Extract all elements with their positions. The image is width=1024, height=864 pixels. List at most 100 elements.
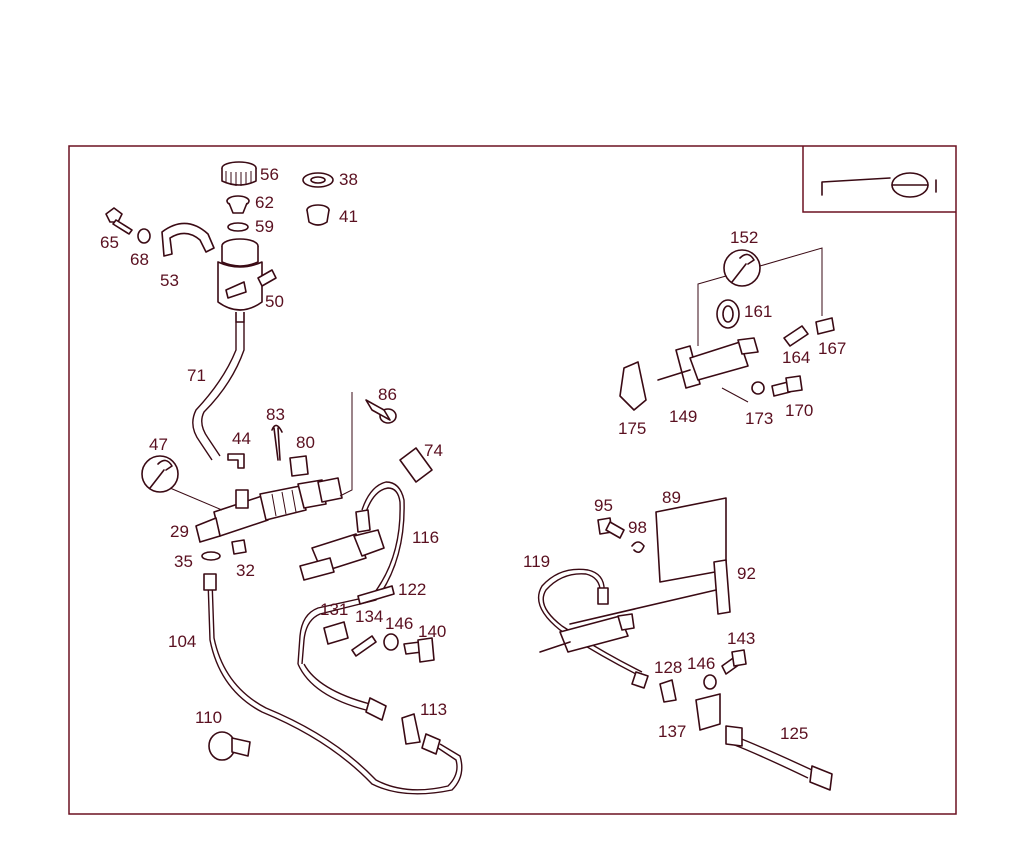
leader-line-152: [697, 247, 823, 346]
callout-125[interactable]: 125: [780, 724, 808, 743]
leader-line-86: [339, 392, 353, 497]
callout-68[interactable]: 68: [130, 250, 149, 269]
callout-38[interactable]: 38: [339, 170, 358, 189]
callout-53[interactable]: 53: [160, 271, 179, 290]
callout-137[interactable]: 137: [658, 722, 686, 741]
callout-116[interactable]: 116: [412, 528, 439, 547]
washer-part-146-left: [383, 633, 399, 651]
rod-part-122: [357, 585, 395, 605]
clip-part-80: [289, 455, 309, 477]
callout-164[interactable]: 164: [782, 348, 810, 367]
reservoir-cap-part: [221, 161, 257, 186]
seal-part-62: [226, 195, 250, 214]
callout-104[interactable]: 104: [168, 632, 196, 651]
grommet-part-38: [302, 172, 334, 188]
clip-part-98: [631, 541, 645, 554]
callout-122[interactable]: 122: [398, 580, 426, 599]
callout-59[interactable]: 59: [255, 217, 274, 236]
o-ring-part-59: [227, 222, 249, 232]
gasket-part-175: [619, 361, 647, 411]
elbow-part-44: [227, 453, 245, 469]
fitting-part-113: [421, 733, 441, 755]
callout-86[interactable]: 86: [378, 385, 397, 404]
callout-113[interactable]: 113: [420, 700, 447, 719]
bleeder-part-164: [783, 325, 809, 347]
callout-152[interactable]: 152: [730, 228, 758, 247]
callout-173[interactable]: 173: [745, 409, 773, 428]
callout-47[interactable]: 47: [149, 435, 168, 454]
fitting-part-125-a: [725, 725, 743, 747]
callout-131[interactable]: 131: [320, 600, 348, 619]
callout-128[interactable]: 128: [654, 658, 682, 677]
bolt-part-140: [403, 637, 435, 663]
clip-part-131: [323, 621, 349, 645]
bolt-part-143: [721, 649, 747, 675]
clamp-part-53: [161, 222, 215, 257]
callout-161[interactable]: 161: [744, 302, 772, 321]
callout-44[interactable]: 44: [232, 429, 251, 448]
callout-175[interactable]: 175: [618, 419, 646, 438]
bolt-part-170: [771, 375, 803, 397]
callout-50[interactable]: 50: [265, 292, 284, 311]
bracket-part-92: [713, 559, 731, 615]
washer-part-146-right: [703, 674, 717, 690]
callout-71[interactable]: 71: [187, 366, 206, 385]
pin-part-134: [351, 635, 377, 657]
callout-134[interactable]: 134: [355, 607, 383, 626]
leader-line-47: [169, 487, 223, 511]
bolt-part-86: [365, 399, 397, 424]
wrench-icon-152: [723, 249, 761, 287]
callout-149[interactable]: 149: [669, 407, 697, 426]
callout-98[interactable]: 98: [628, 518, 647, 537]
callout-170[interactable]: 170: [785, 401, 813, 420]
fitting-part-119: [597, 587, 609, 605]
bracket-part-74: [399, 447, 433, 483]
washer-part-35: [201, 551, 221, 561]
callout-41[interactable]: 41: [339, 207, 358, 226]
callout-80[interactable]: 80: [296, 433, 315, 452]
leader-line-173: [721, 387, 749, 403]
seal-part-161: [716, 299, 740, 329]
callout-167[interactable]: 167: [818, 339, 846, 358]
master-cylinder-part-29: [195, 477, 343, 543]
callout-35[interactable]: 35: [174, 552, 193, 571]
callout-146-left[interactable]: 146: [385, 614, 413, 633]
fitting-part-106: [365, 697, 387, 721]
wrench-icon-47: [141, 455, 179, 493]
fitting-part-125-b: [809, 765, 833, 791]
fitting-part-104: [203, 573, 217, 591]
hose-part-71: [192, 322, 245, 461]
fitting-part-128: [631, 671, 649, 689]
callout-110[interactable]: 110: [195, 708, 222, 727]
callout-65[interactable]: 65: [100, 233, 119, 252]
split-pin-part-83: [271, 424, 283, 461]
callout-140[interactable]: 140: [418, 622, 446, 641]
callout-74[interactable]: 74: [424, 441, 443, 460]
callout-92[interactable]: 92: [737, 564, 756, 583]
clamp-part-110: [208, 731, 251, 761]
rod-part-92: [569, 589, 717, 625]
reservoir-part-50: [217, 238, 277, 323]
callout-83[interactable]: 83: [266, 405, 285, 424]
callout-95[interactable]: 95: [594, 496, 613, 515]
callout-29[interactable]: 29: [170, 522, 189, 541]
slave-cylinder-part-128: [539, 613, 635, 653]
slave-cylinder-part-116: [299, 509, 385, 581]
callout-62[interactable]: 62: [255, 193, 274, 212]
diagram-border: [68, 145, 957, 815]
callout-146-right[interactable]: 146: [687, 654, 715, 673]
bolt-part-95: [597, 517, 625, 539]
washer-part-68: [137, 228, 151, 244]
fitting-part-32: [231, 539, 247, 555]
callout-89[interactable]: 89: [662, 488, 681, 507]
clip-part-113: [401, 713, 421, 745]
callout-119[interactable]: 119: [523, 552, 550, 571]
clip-part-137: [659, 679, 677, 703]
callout-143[interactable]: 143: [727, 629, 755, 648]
callout-56[interactable]: 56: [260, 165, 279, 184]
screw-part-65: [105, 207, 133, 235]
callout-32[interactable]: 32: [236, 561, 255, 580]
vehicle-side-indicator-icon: [802, 146, 956, 213]
hose-part-104: [207, 579, 463, 795]
